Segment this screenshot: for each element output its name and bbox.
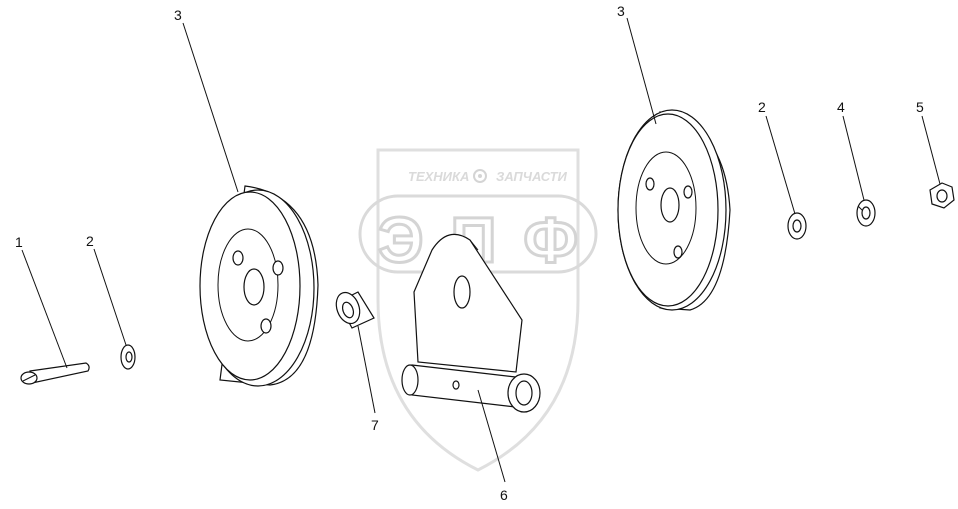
watermark-brand-text-2: ЗАПЧАСТИ: [496, 169, 568, 184]
part-2-washer-left: [120, 344, 136, 370]
callout-5: 5: [916, 99, 924, 115]
callout-3-right: 3: [617, 3, 625, 19]
callout-2-left: 2: [86, 233, 94, 249]
part-2-washer-right: [787, 212, 807, 240]
part-3-pulley-left: [199, 185, 319, 387]
part-7-bushing: [335, 291, 375, 329]
part-4-lock-washer: [856, 199, 876, 227]
part-6-bracket: [401, 233, 541, 413]
watermark-brand-text: ТЕХНИКА: [408, 169, 469, 184]
leader-lines: [21, 17, 941, 483]
callout-4: 4: [837, 99, 845, 115]
part-3-pulley-right: [617, 109, 731, 311]
callout-2-right: 2: [758, 99, 766, 115]
callout-1: 1: [15, 234, 23, 250]
part-1-screw: [20, 362, 90, 385]
gear-icon: [473, 169, 487, 183]
callout-6: 6: [500, 487, 508, 503]
callout-7: 7: [371, 417, 379, 433]
part-5-nut: [929, 182, 955, 209]
callout-3-left: 3: [174, 7, 182, 23]
